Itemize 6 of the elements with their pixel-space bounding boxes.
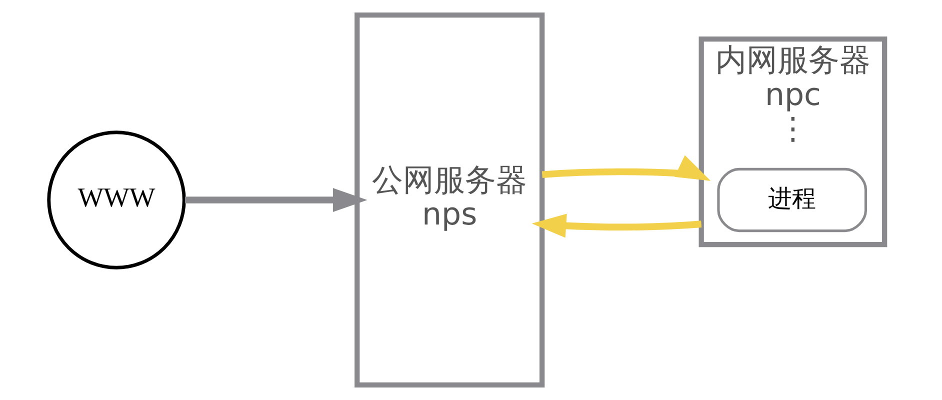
arrow: [542, 155, 711, 181]
node-box: 公网服务器 nps: [354, 12, 545, 388]
arrow: [532, 214, 702, 238]
node-box: 进程: [717, 168, 868, 232]
node-circle: WWW: [47, 130, 186, 270]
arrow: [184, 188, 368, 212]
